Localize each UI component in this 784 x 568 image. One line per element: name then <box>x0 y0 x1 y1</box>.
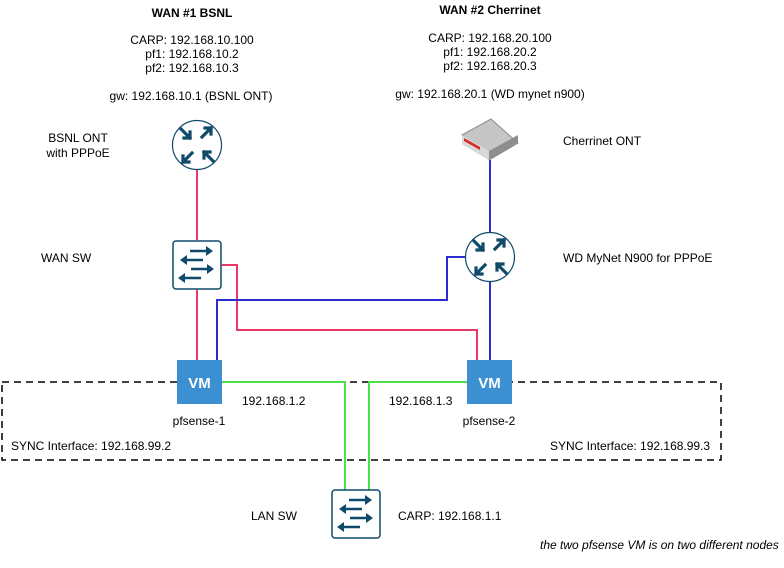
pfsense1-vm-icon: VM <box>177 360 222 404</box>
wan1-title: WAN #1 BSNL <box>151 6 233 20</box>
footnote: the two pfsense VM is on two different n… <box>540 538 779 552</box>
lan-carp-label: CARP: 192.168.1.1 <box>398 509 502 523</box>
wan2-carp: CARP: 192.168.20.100 <box>428 31 552 45</box>
wan-switch-label: WAN SW <box>41 251 92 265</box>
wan1-links <box>196 170 478 362</box>
wd-mynet-router-icon <box>464 231 516 283</box>
lan-switch-icon <box>331 489 381 539</box>
wan1-gateway: gw: 192.168.10.1 (BSNL ONT) <box>109 89 273 103</box>
pfsense2-label: pfsense-2 <box>462 414 516 428</box>
wan2-title: WAN #2 Cherrinet <box>439 3 541 17</box>
wan2-gateway: gw: 192.168.20.1 (WD mynet n900) <box>395 87 585 101</box>
wan2-pf1: pf1: 192.168.20.2 <box>443 45 537 59</box>
wan2-pf2: pf2: 192.168.20.3 <box>443 59 537 73</box>
wan1-pf1: pf1: 192.168.10.2 <box>145 47 239 61</box>
lan-switch-label: LAN SW <box>251 509 298 523</box>
lan-links <box>222 381 467 490</box>
pfsense2-sync-interface: SYNC Interface: 192.168.99.3 <box>550 439 711 453</box>
sync-boundary <box>1 381 722 461</box>
wan2-links <box>216 160 491 362</box>
bsnl-ont-router-icon <box>171 119 223 171</box>
wd-mynet-label: WD MyNet N900 for PPPoE <box>563 251 713 265</box>
pfsense1-vm-label: VM <box>188 375 211 392</box>
pfsense2-vm-label: VM <box>478 375 501 392</box>
wan-switch-icon <box>172 240 222 290</box>
cherrinet-ont-label: Cherrinet ONT <box>563 134 642 148</box>
pfsense2-vm-icon: VM <box>467 360 512 404</box>
bsnl-ont-label: BSNL ONT <box>48 131 108 145</box>
pfsense1-label: pfsense-1 <box>172 414 226 428</box>
wan1-carp: CARP: 192.168.10.100 <box>130 33 254 47</box>
cherrinet-ont-device-icon <box>461 118 519 161</box>
bsnl-ont-sublabel: with PPPoE <box>46 146 110 160</box>
wan1-pf2: pf2: 192.168.10.3 <box>145 61 239 75</box>
pfsense1-sync-interface: SYNC Interface: 192.168.99.2 <box>11 439 172 453</box>
pfsense2-lan-ip: 192.168.1.3 <box>389 394 453 408</box>
pfsense1-lan-ip: 192.168.1.2 <box>242 394 306 408</box>
